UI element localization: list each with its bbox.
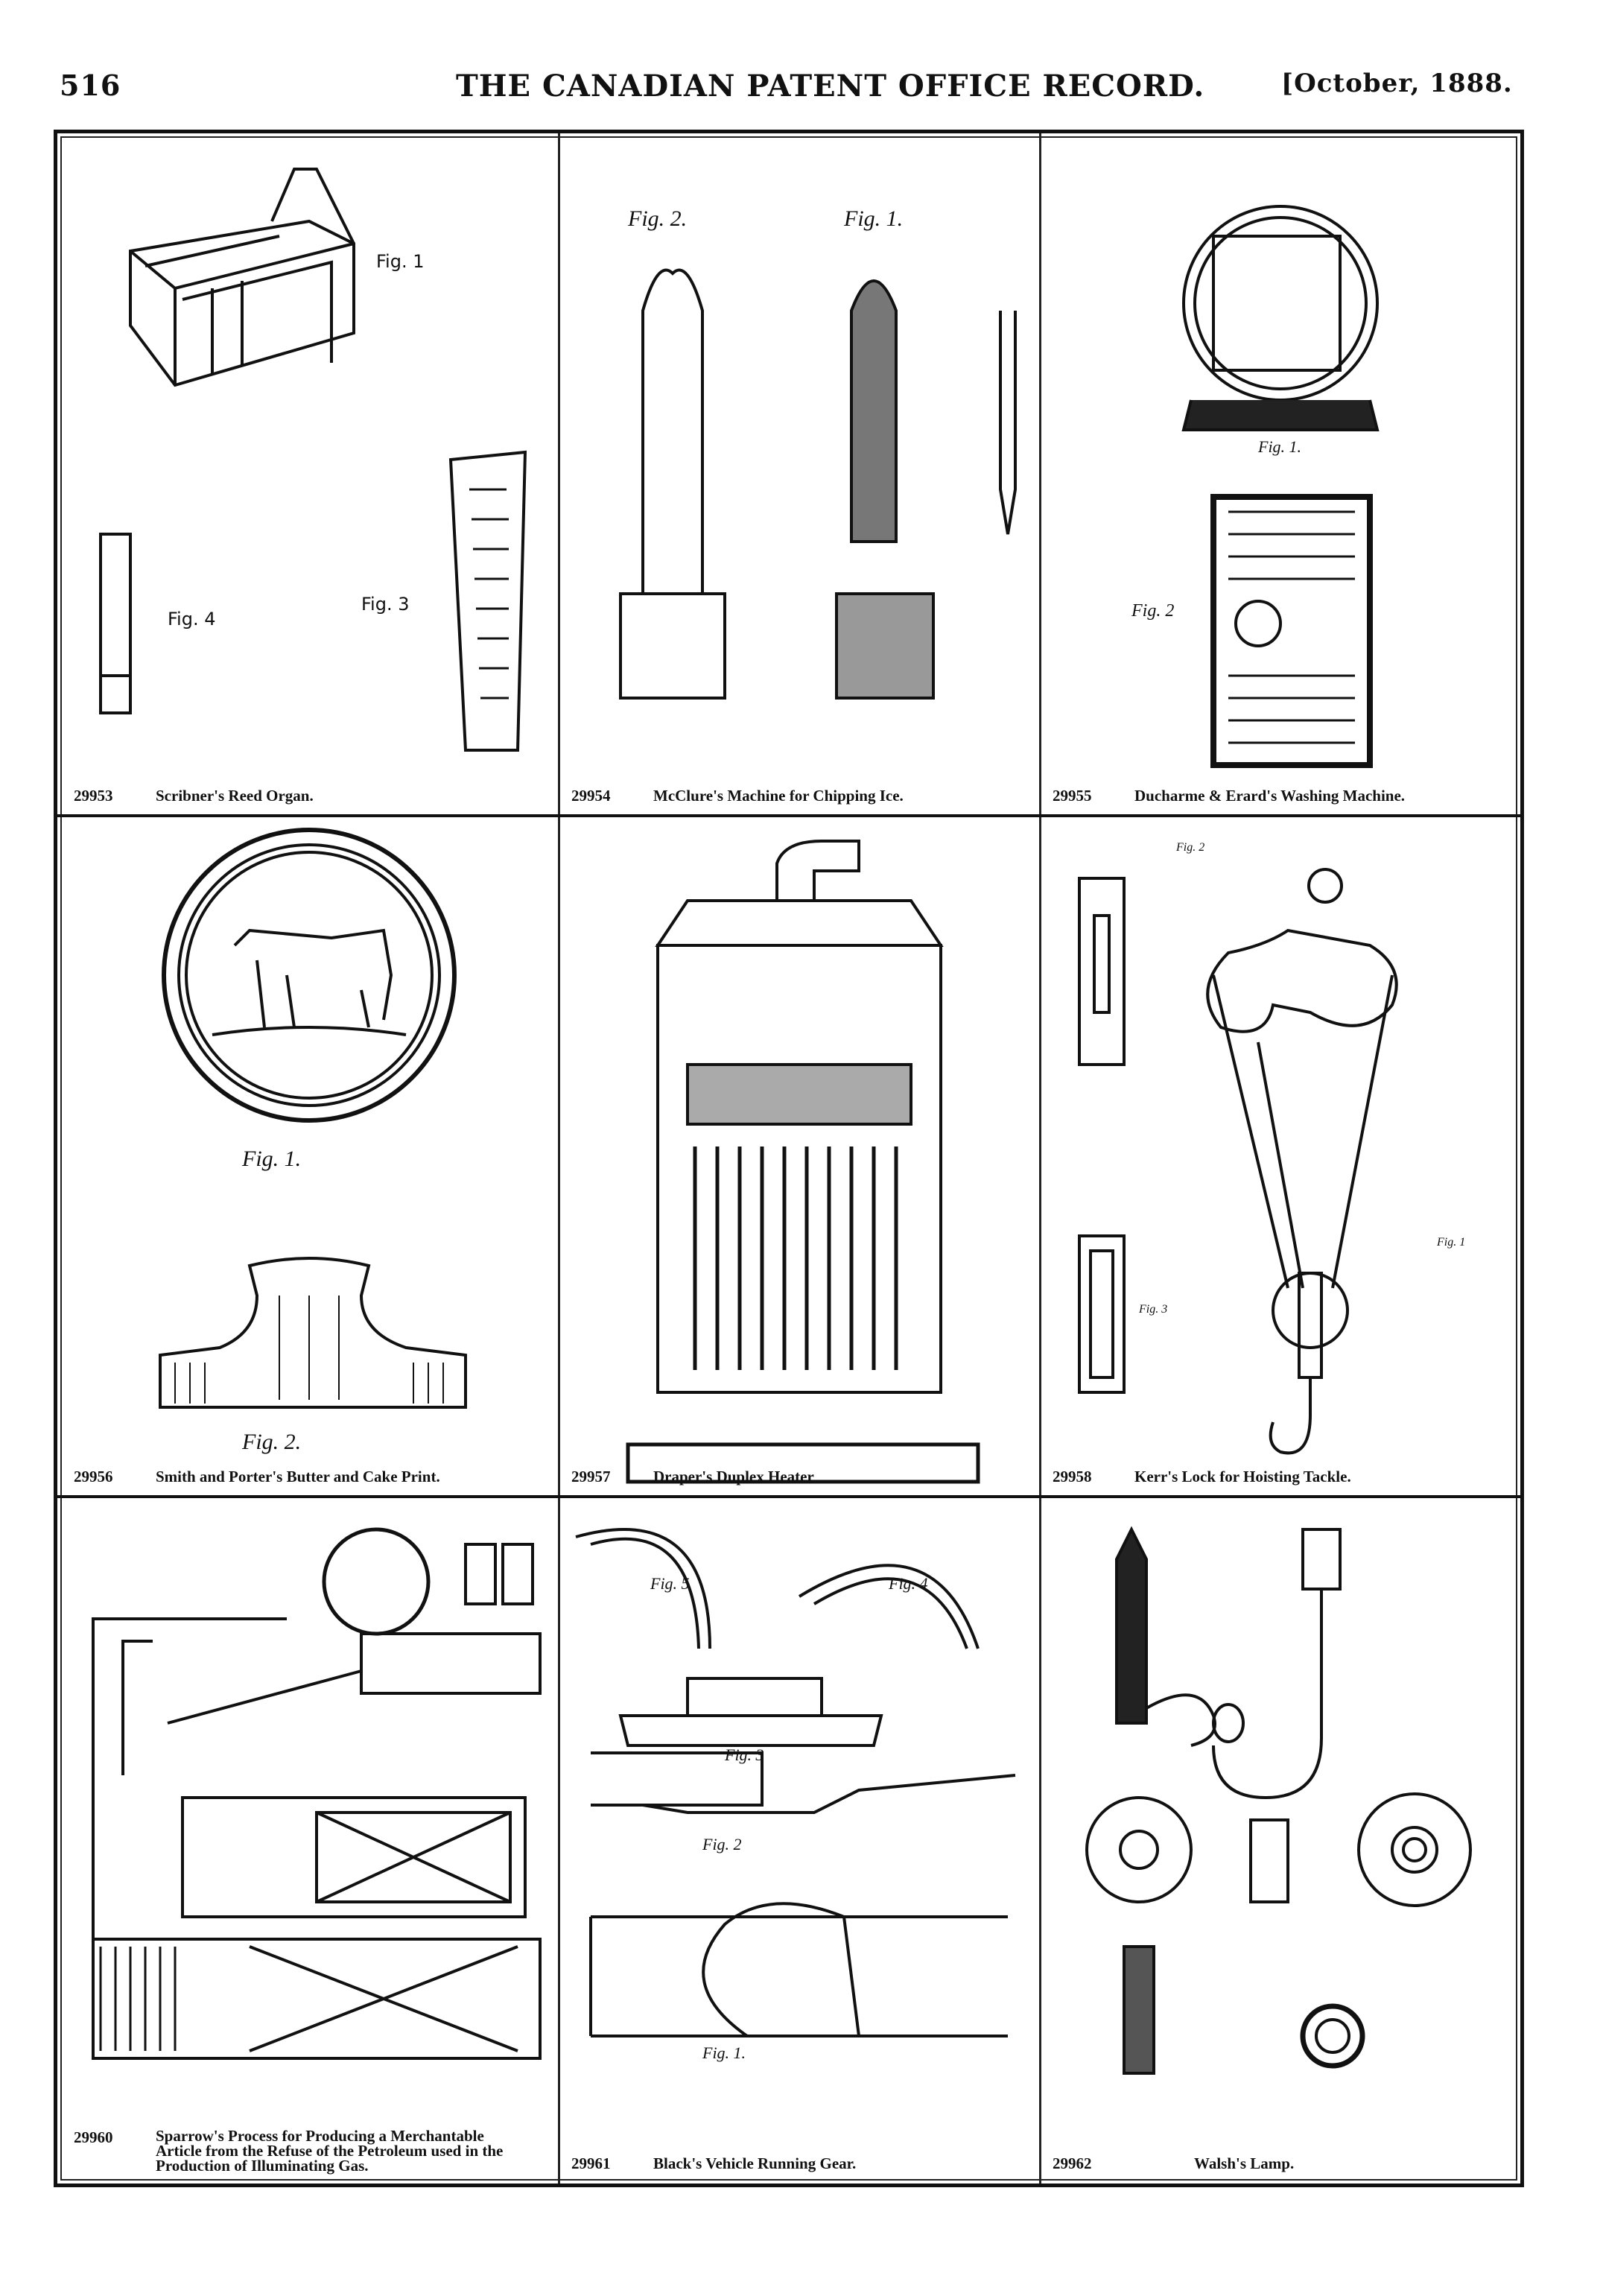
patent-number: 29958 <box>1053 1468 1092 1485</box>
patent-cell-29955: Fig. 1. Fig. 2 29955 Ducharme & Erard's W… <box>1042 139 1519 813</box>
patent-title: McClure's Machine for Chipping Ice. <box>653 787 904 805</box>
ice-chipper-drawing <box>619 268 1017 700</box>
figure-label: Fig. 1. <box>242 1147 302 1171</box>
figure-label: Fig. 1. <box>844 206 904 231</box>
figure-label: Fig. 2 <box>702 1835 742 1853</box>
column-divider <box>1039 133 1041 2184</box>
patent-number: 29960 <box>74 2128 113 2146</box>
patent-cell-29957: 29957 Draper's Duplex Heater <box>561 819 1038 1494</box>
figure-label: Fig. 3 <box>361 594 410 615</box>
patent-caption: 29954 McClure's Machine for Chipping Ice. <box>571 787 1030 805</box>
patent-number: 29957 <box>571 1468 611 1485</box>
hoisting-tackle-drawing <box>1078 868 1398 1455</box>
patent-caption: 29962 Walsh's Lamp. <box>1053 2154 1511 2173</box>
page-number: 516 <box>60 69 121 102</box>
row-divider <box>57 814 1520 817</box>
patent-number: 29955 <box>1053 787 1092 805</box>
patent-cell-29962: 29962 Walsh's Lamp. <box>1042 1500 1519 2181</box>
figure-label: Fig. 2. <box>628 206 688 231</box>
figure-label: Fig. 1 <box>1437 1236 1466 1249</box>
patent-cell-29954: Fig. 2. Fig. 1. 29954 McClure's Machine f… <box>561 139 1038 813</box>
vehicle-gear-drawing <box>575 1528 1016 2037</box>
washing-machine-drawing <box>1181 205 1380 768</box>
reed-organ-drawing <box>99 168 527 752</box>
figure-label: Fig. 1. <box>702 2043 746 2062</box>
row-divider <box>57 1495 1520 1498</box>
duplex-heater-drawing <box>626 840 980 1484</box>
patent-plates-frame: Fig. 1 Fig. 3 Fig. 4 29953 Scribner's Ree… <box>54 130 1524 2187</box>
patent-caption: 29961 Black's Vehicle Running Gear. <box>571 2154 1030 2173</box>
publication-title: THE CANADIAN PATENT OFFICE RECORD. <box>456 69 1205 104</box>
patent-number: 29962 <box>1053 2154 1092 2172</box>
lamp-drawing <box>1085 1526 1472 2075</box>
column-divider <box>558 133 560 2184</box>
patent-caption: 29955 Ducharme & Erard's Washing Machine. <box>1053 787 1511 805</box>
patent-number: 29954 <box>571 787 611 805</box>
patent-number: 29956 <box>74 1468 113 1485</box>
patent-caption: 29957 Draper's Duplex Heater <box>571 1468 1030 1486</box>
patent-title: Walsh's Lamp. <box>1194 2154 1295 2172</box>
figure-label: Fig. 3 <box>1139 1303 1168 1316</box>
patent-cell-29958: Fig. 2 Fig. 1 Fig. 3 29958 Kerr's Lock fo… <box>1042 819 1519 1494</box>
patent-number: 29961 <box>571 2154 611 2172</box>
patent-title: Sparrow's Process for Producing a Mercha… <box>156 2127 504 2175</box>
petroleum-process-drawing <box>92 1527 542 2060</box>
butter-print-drawing <box>159 828 467 1409</box>
patent-cell-29956: Fig. 1. Fig. 2. 29956 Smith and Porter's … <box>63 819 556 1494</box>
figure-label: Fig. 1 <box>376 251 425 272</box>
patent-number: 29953 <box>74 787 113 805</box>
patent-cell-29960: 29960 Sparrow's Process for Producing a M… <box>63 1500 556 2181</box>
patent-title: Black's Vehicle Running Gear. <box>653 2154 857 2172</box>
figure-label: Fig. 4 <box>168 609 216 630</box>
patent-title: Ducharme & Erard's Washing Machine. <box>1134 787 1406 805</box>
patent-cell-29961: Fig. 5 Fig. 4 Fig. 3 Fig. 2 Fig. 1. 2996… <box>561 1500 1038 2181</box>
patent-title: Scribner's Reed Organ. <box>156 787 314 805</box>
patent-caption: 29958 Kerr's Lock for Hoisting Tackle. <box>1053 1468 1511 1486</box>
patent-cell-29953: Fig. 1 Fig. 3 Fig. 4 29953 Scribner's Ree… <box>63 139 556 813</box>
patent-caption: 29960 Sparrow's Process for Producing a M… <box>74 2127 549 2175</box>
patent-caption: 29953 Scribner's Reed Organ. <box>74 787 549 805</box>
patent-title: Smith and Porter's Butter and Cake Print… <box>156 1468 440 1485</box>
figure-label: Fig. 2 <box>1131 601 1175 621</box>
figure-label: Fig. 2. <box>242 1430 302 1454</box>
figure-label: Fig. 4 <box>889 1574 928 1593</box>
figure-label: Fig. 2 <box>1176 841 1205 854</box>
patent-caption: 29956 Smith and Porter's Butter and Cake … <box>74 1468 549 1486</box>
figure-label: Fig. 5 <box>650 1574 690 1593</box>
issue-date: [October, 1888. <box>1281 69 1513 98</box>
figure-label: Fig. 1. <box>1258 437 1302 456</box>
figure-label: Fig. 3 <box>725 1745 764 1764</box>
patent-title: Draper's Duplex Heater <box>653 1468 814 1485</box>
patent-title: Kerr's Lock for Hoisting Tackle. <box>1134 1468 1351 1485</box>
